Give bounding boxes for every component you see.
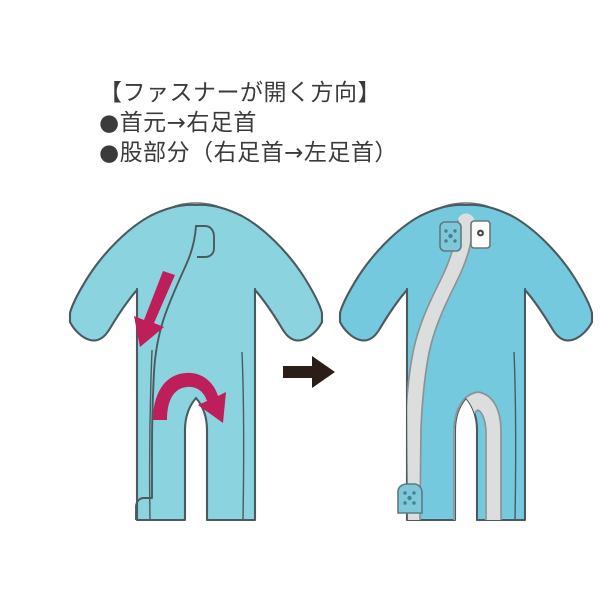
left-ankle-zipper-end [135,497,152,520]
left-zipper-garage-tab [196,225,215,258]
right-zipper-tape-main [403,213,475,521]
right-inner-leg-seam [513,351,517,521]
left-zipper-line [151,225,197,499]
left-inner-leg-seam-b [241,351,245,521]
right-garment-group [338,202,594,522]
instruction-heading: 【ファスナーが開く方向】 [99,80,381,106]
zipper-pull-tab-ankle [397,483,423,514]
left-garment-body [68,203,324,522]
transition-arrow [283,356,335,388]
instruction-bullet-1: ●首元→右足首 [99,110,257,136]
right-zipper-tape-crotch-edge-a [453,391,502,520]
arrow-crotch-right-to-left [153,372,226,423]
instruction-bullet-2: ●股部分（右足首→左足首） [99,140,398,166]
left-garment-group [68,202,324,522]
instruction-text-block: 【ファスナーが開く方向】 ●首元→右足首 ●股部分（右足首→左足首） [99,78,519,168]
brand-label-tab [470,220,491,249]
arrow-neck-to-right-ankle [134,271,175,347]
zipper-pull-tab-neck [439,221,462,252]
right-zipper-tape-edge-right [419,221,475,521]
